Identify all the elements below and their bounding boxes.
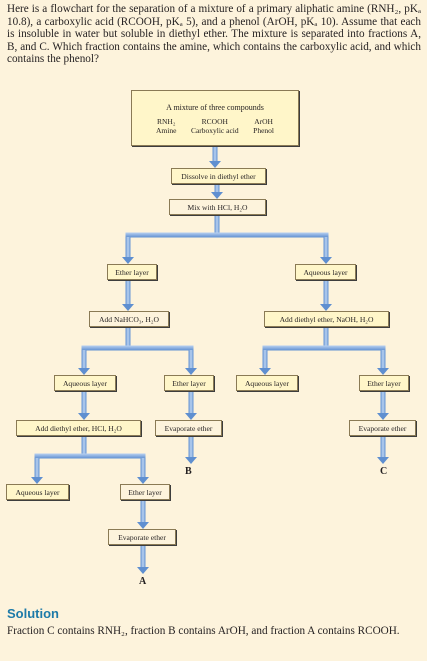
- arrow-to-ether-4-stem: [140, 458, 146, 478]
- arrow-mixture-dissolve-head: [209, 161, 221, 168]
- ether-layer-4: Ether layer: [120, 484, 170, 500]
- fraction-a: A: [139, 576, 147, 587]
- arrow-to-aqueous-4-head: [31, 477, 43, 484]
- split-bar-4: [34, 453, 146, 459]
- ether-layer-3: Ether layer: [359, 375, 409, 391]
- arrow-to-b-stem: [188, 436, 194, 458]
- arrow-to-aqueous-2-stem: [81, 350, 87, 369]
- arrow-ether3-evaporate-stem: [380, 391, 386, 414]
- split-bar-2: [81, 345, 194, 351]
- fraction-b: B: [185, 466, 192, 477]
- split-bar-1: [125, 232, 329, 238]
- arrow-to-ether-3-stem: [380, 350, 386, 369]
- split-stem-3: [323, 327, 329, 348]
- ether-layer-1: Ether layer: [107, 264, 157, 280]
- solution-title: Solution: [7, 606, 59, 621]
- arrow-to-aqueous-4-stem: [34, 458, 40, 478]
- compound-name: Carboxylic acid: [190, 126, 239, 135]
- arrow-to-ether-2-stem: [188, 350, 194, 369]
- arrow-aqueous2-addhcl-stem: [81, 391, 87, 414]
- arrow-aqueous2-addhcl-head: [78, 413, 90, 420]
- arrow-to-aqueous-1-head: [320, 257, 332, 264]
- arrow-to-ether-1-head: [122, 257, 134, 264]
- arrow-ether2-evaporate-stem: [188, 391, 194, 414]
- aqueous-layer-2: Aqueous layer: [54, 375, 116, 391]
- arrow-to-ether-2-head: [185, 368, 197, 375]
- arrow-to-b-head: [185, 457, 197, 464]
- fraction-c: C: [380, 466, 388, 477]
- step-naoh: Add diethyl ether, NaOH, H₂O: [264, 311, 389, 327]
- aqueous-layer-3: Aqueous layer: [236, 375, 298, 391]
- arrow-ether1-nahco3-head: [122, 304, 134, 311]
- aqueous-layer-4: Aqueous layer: [6, 484, 69, 500]
- arrow-to-aqueous-2-head: [78, 368, 90, 375]
- arrow-to-c-head: [377, 457, 389, 464]
- evaporate-a: Evaporate ether: [108, 529, 176, 545]
- arrow-to-ether-1-stem: [125, 237, 131, 258]
- compound-formula: RNH₂: [156, 117, 176, 126]
- arrow-to-aqueous-3-stem: [262, 350, 268, 369]
- ether-layer-2: Ether layer: [164, 375, 214, 391]
- arrows-layer: [31, 146, 389, 574]
- arrow-dissolve-hcl-stem: [214, 184, 220, 193]
- compound-name: Amine: [156, 126, 177, 135]
- aqueous-layer-1: Aqueous layer: [295, 264, 356, 280]
- question-text: Here is a flowchart for the separation o…: [7, 3, 421, 65]
- arrow-ether3-evaporate-head: [377, 413, 389, 420]
- arrow-to-aqueous-1-stem: [323, 237, 329, 258]
- arrow-to-ether-4-head: [137, 477, 149, 484]
- arrow-aqueous1-naoh-head: [320, 304, 332, 311]
- step-dissolve: Dissolve in diethyl ether: [171, 168, 266, 184]
- split-stem-2: [125, 327, 131, 348]
- arrow-to-ether-3-head: [377, 368, 389, 375]
- compound-formula: RCOOH: [201, 117, 228, 126]
- step-nahco3: Add NaHCO₃, H₂O: [89, 311, 169, 327]
- arrow-ether4-evaporate-head: [137, 522, 149, 529]
- split-stem-1: [214, 215, 220, 235]
- arrow-to-c-stem: [380, 436, 386, 458]
- arrow-mixture-dissolve-stem: [212, 146, 218, 162]
- split-bar-3: [262, 345, 386, 351]
- arrow-ether2-evaporate-head: [185, 413, 197, 420]
- evaporate-b: Evaporate ether: [155, 420, 222, 436]
- evaporate-c: Evaporate ether: [349, 420, 416, 436]
- arrow-to-a-head: [137, 567, 149, 574]
- step-mix-hcl: Mix with HCl, H₂O: [169, 199, 266, 215]
- compound-name: Phenol: [253, 126, 274, 135]
- arrow-ether4-evaporate-stem: [140, 500, 146, 523]
- arrow-ether1-nahco3-stem: [125, 280, 131, 305]
- arrow-dissolve-hcl-head: [211, 192, 223, 199]
- arrow-to-aqueous-3-head: [259, 368, 271, 375]
- mixture-title: A mixture of three compounds: [166, 103, 264, 112]
- step-add-hcl: Add diethyl ether, HCl, H₂O: [16, 420, 141, 436]
- solution-text: Fraction C contains RNH₂, fraction B con…: [7, 625, 400, 637]
- arrow-aqueous1-naoh-stem: [323, 280, 329, 305]
- arrow-to-a-stem: [140, 545, 146, 568]
- compound-formula: ArOH: [254, 117, 273, 126]
- split-stem-4: [81, 436, 87, 456]
